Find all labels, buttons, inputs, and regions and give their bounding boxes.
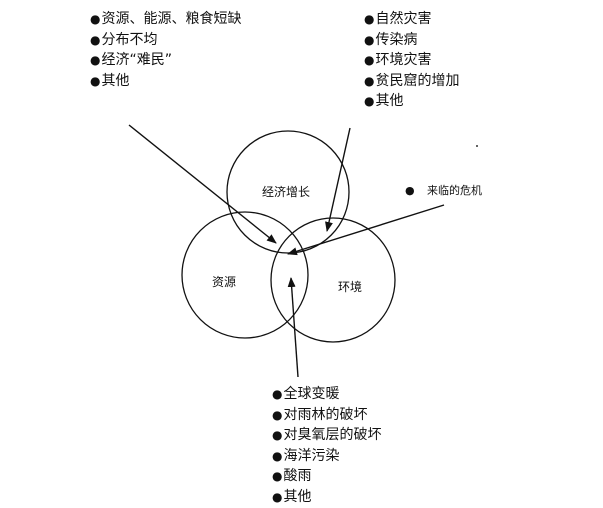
bullet-icon: ● [90,53,101,67]
list-item: ●其他 [90,72,130,89]
bottom-issue-list: ●全球变暖 ●对雨林的破坏 ●对臭氧层的破坏 ●海洋污染 ●酸雨 ●其他 [272,384,381,507]
bullet-icon: ● [272,407,283,422]
bullet-icon: ● [364,94,375,108]
bullet-icon: ● [272,387,283,401]
list-item: ●自然灾害 [364,11,432,27]
economy-label: 经济增长 [262,184,310,199]
list-item: ●其他 [364,93,404,109]
arrow-from-top-right [325,127,351,232]
list-item: ●酸雨 [272,468,312,484]
list-item: ●对臭氧层的破坏 [272,427,382,443]
top-left-issue-list: ●资源、能源、粮食短缺 ●分布不均 ●经济“难民” ●其他 [90,9,241,91]
arrow-from-bottom [287,277,299,378]
bullet-icon: ● [272,448,283,463]
bullet-icon: ● [364,53,375,67]
list-item: ●分布不均 [90,31,158,48]
arrow-from-top-left [128,124,277,244]
bullet-icon: ● [364,32,375,47]
list-item: ●经济“难民” [90,52,172,68]
top-right-issue-list: ●自然灾害 ●传染病 ●环境灾害 ●贫民窟的增加 ●其他 [364,9,459,112]
list-item: ●环境灾害 [364,52,432,68]
arrow-from-crisis [287,204,445,256]
environment-circle [270,217,396,343]
resources-label: 资源 [212,275,236,289]
crisis-label: 来临的危机 [427,183,482,197]
environment-label: 环境 [338,279,362,294]
list-item: ●其他 [272,488,312,505]
list-item: ●对雨林的破坏 [272,406,368,423]
bullet-icon: ● [90,73,101,88]
bullet-icon: ● [90,32,101,47]
crisis-bullet: ● [405,184,415,197]
list-item: ●传染病 [364,31,418,48]
bullet-icon: ● [364,12,375,26]
stray-dot [476,145,478,147]
bullet-icon: ● [272,428,283,442]
resources-circle [181,211,309,339]
bullet-icon: ● [272,469,283,483]
list-item: ●资源、能源、粮食短缺 [90,11,242,27]
bullet-icon: ● [364,73,375,88]
list-item: ●贫民窟的增加 [364,72,460,89]
bullet-icon: ● [90,12,101,26]
list-item: ●全球变暖 [272,386,340,402]
list-item: ●海洋污染 [272,447,340,464]
bullet-icon: ● [272,489,283,504]
